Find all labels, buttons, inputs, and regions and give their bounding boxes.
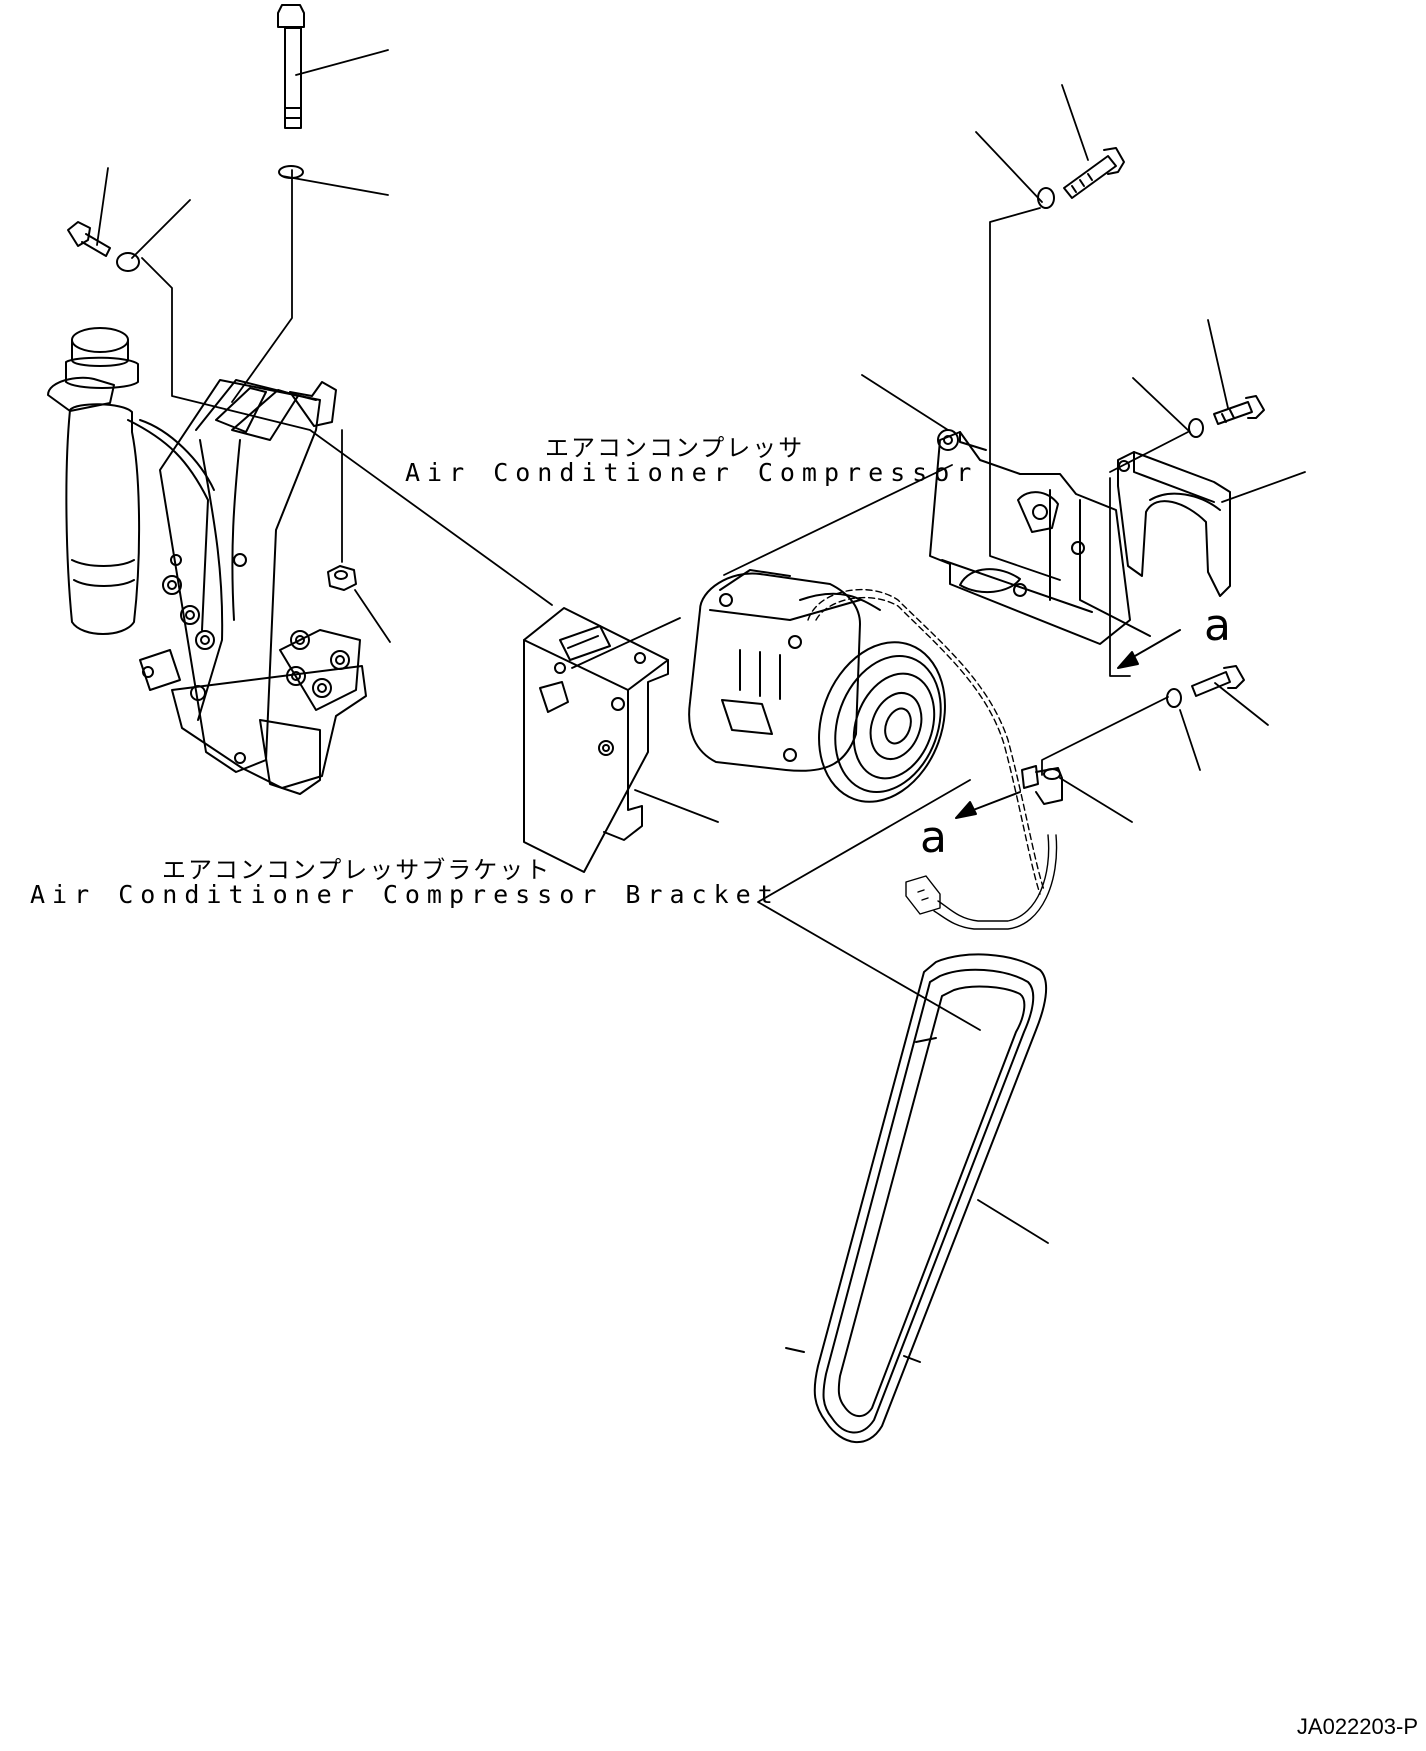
bolt-icon <box>1191 665 1245 697</box>
washer-icon <box>278 165 304 179</box>
compressor-icon <box>688 569 946 803</box>
bolt-icon <box>67 221 111 257</box>
upper-right-bracket <box>929 429 1151 645</box>
compressor-label-ja: エアコンコンプレッサ <box>545 434 805 462</box>
bolt-icon <box>1063 147 1125 199</box>
long-bolt-icon <box>277 4 305 129</box>
view-marker-a-lower: a <box>920 812 947 863</box>
washer-icon <box>1037 187 1055 209</box>
drawing-number: JA022203-P <box>1296 1714 1418 1739</box>
clamp-icon <box>1021 765 1063 805</box>
bracket-label-en: Air Conditioner Compressor Bracket <box>30 880 780 909</box>
wire-harness <box>807 588 1058 930</box>
drive-belt <box>785 953 1048 1443</box>
bracket-label-ja: エアコンコンプレッサブラケット <box>162 856 552 884</box>
washer-icon <box>116 252 140 272</box>
washer-icon <box>1166 688 1182 708</box>
bolt-icon <box>1213 395 1265 425</box>
belt-cover <box>1117 451 1231 597</box>
washer-icon <box>1188 418 1204 438</box>
compressor-label-en: Air Conditioner Compressor <box>405 458 979 487</box>
compressor-bracket-plate <box>523 607 669 873</box>
nut-icon <box>327 565 357 591</box>
view-arrow-icon <box>955 629 1181 819</box>
leader-lines <box>96 49 1306 1244</box>
engine-housing <box>47 327 367 795</box>
view-marker-a-upper: a <box>1204 600 1231 651</box>
